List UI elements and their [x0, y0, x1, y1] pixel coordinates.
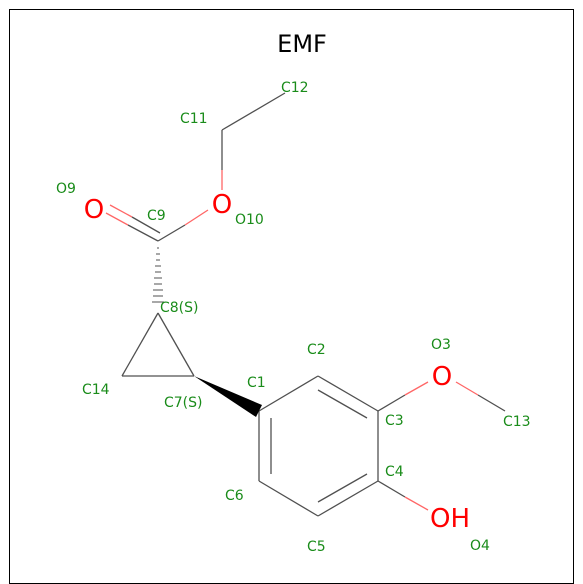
- label-c13: C13: [503, 414, 531, 430]
- bond-c4-o4: [377, 480, 406, 498]
- molecule-title: EMF: [277, 30, 327, 58]
- bond-c9-o9-b: [131, 216, 161, 234]
- label-c7: C7(S): [164, 395, 203, 411]
- bond-c2-c3-inner: [317, 389, 368, 419]
- label-c5: C5: [307, 539, 326, 555]
- diagram-frame: [9, 9, 574, 584]
- label-c9: C9: [147, 208, 166, 224]
- label-c6: C6: [225, 488, 244, 504]
- atom-o10: O: [212, 190, 232, 220]
- bond-o10-c9: [157, 224, 186, 242]
- bond-o3-c13: [477, 394, 506, 412]
- element-symbols: O O O OH: [84, 190, 470, 534]
- bond-c9-o9-a-red: [105, 212, 129, 226]
- bond-c9-o9-b-red: [109, 204, 133, 218]
- label-c14: C14: [82, 382, 110, 398]
- atom-o3: O: [432, 362, 452, 392]
- bond-o10-c9-red: [184, 209, 209, 226]
- label-o3: O3: [431, 337, 451, 353]
- label-c12: C12: [281, 80, 309, 96]
- label-c2: C2: [307, 342, 326, 358]
- bond-c2-c3: [317, 375, 379, 412]
- atom-labels: C12 C11 O9 C9 O10 C8(S) C14 C7(S) C1 C2 …: [56, 80, 531, 555]
- label-c3: C3: [385, 413, 404, 429]
- label-c8: C8(S): [160, 300, 199, 316]
- atom-o4-hydroxyl: OH: [430, 504, 470, 534]
- bond-c4-c5: [317, 480, 379, 517]
- bond-c3-o3-red: [404, 381, 429, 396]
- bond-c3-o3: [377, 394, 406, 412]
- label-o10: O10: [235, 212, 264, 228]
- solid-wedge-c7-c1: [194, 376, 262, 417]
- label-c1: C1: [247, 375, 266, 391]
- bond-o3-c13-red: [455, 381, 479, 396]
- label-o4: O4: [470, 538, 490, 554]
- bond-c5-c6: [258, 480, 319, 517]
- atom-o9: O: [84, 195, 104, 225]
- bond-c8-c14: [121, 312, 159, 377]
- label-c4: C4: [385, 464, 404, 480]
- hashed-wedge-c8-c9: [152, 247, 164, 303]
- bond-c9-o9-a: [127, 224, 159, 242]
- bonds: [105, 92, 506, 517]
- bond-c4-c5-inner: [317, 473, 368, 503]
- bond-c4-o4-red: [404, 496, 429, 511]
- bond-c1-c2: [258, 375, 319, 412]
- bond-c8-c7: [157, 312, 195, 377]
- label-o9: O9: [56, 181, 76, 197]
- bond-c12-c11: [221, 92, 286, 131]
- label-c11: C11: [180, 111, 208, 127]
